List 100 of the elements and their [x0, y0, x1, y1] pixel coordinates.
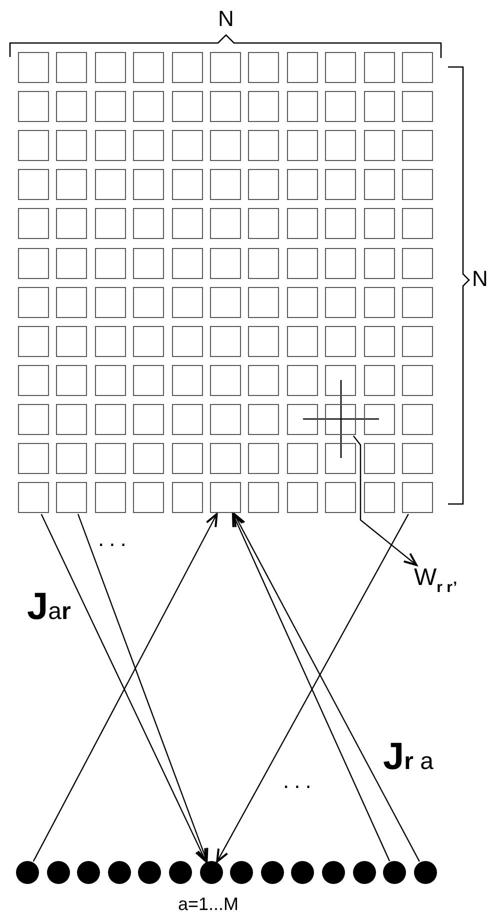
index-label: a=1...M	[178, 895, 239, 913]
unit-dot	[291, 861, 314, 884]
grid-cell	[210, 130, 241, 162]
grid-cell	[402, 482, 433, 514]
grid-cell	[286, 130, 318, 162]
grid-cell	[248, 364, 280, 396]
grid-cell	[248, 169, 280, 200]
grid-cell	[402, 443, 433, 474]
grid-cell	[402, 364, 433, 396]
grid-cell	[18, 443, 49, 474]
grid-cell	[94, 91, 126, 122]
grid-cell	[94, 286, 126, 318]
grid-cell	[210, 286, 241, 318]
unit-dot	[414, 861, 437, 884]
grid-cell	[133, 248, 164, 278]
grid-cell	[210, 91, 241, 122]
grid-cell	[210, 482, 241, 514]
grid-cell	[364, 443, 395, 474]
unit-dot	[16, 861, 39, 884]
grid-cell	[325, 52, 356, 83]
grid-cell	[133, 208, 164, 240]
grid-cell	[18, 404, 49, 435]
ellipsis: ...	[98, 528, 132, 550]
grid-cell	[210, 443, 241, 474]
grid-cell	[210, 52, 241, 83]
grid-cell	[248, 52, 280, 83]
grid-cell	[286, 208, 318, 240]
grid-cell	[133, 286, 164, 318]
grid-cell	[172, 404, 203, 435]
grid-cell	[248, 443, 280, 474]
grid-cell	[133, 326, 164, 357]
grid-cell	[133, 443, 164, 474]
grid-cell	[18, 130, 49, 162]
grid-cell	[286, 91, 318, 122]
grid-cell	[172, 482, 203, 514]
grid-cell	[325, 248, 356, 278]
grid-cell	[18, 364, 49, 396]
grid-cell	[94, 169, 126, 200]
grid-cell	[364, 286, 395, 318]
grid-cell	[18, 326, 49, 357]
grid-cell	[325, 130, 356, 162]
grid-cell	[172, 91, 203, 122]
grid-cell	[402, 286, 433, 318]
grid-cell	[248, 286, 280, 318]
grid-cell	[364, 91, 395, 122]
grid-cell	[364, 482, 395, 514]
grid-cell	[248, 130, 280, 162]
grid-cell	[172, 52, 203, 83]
grid-cell	[172, 286, 203, 318]
grid-cell	[325, 208, 356, 240]
grid-cell	[248, 208, 280, 240]
grid-cell	[286, 404, 318, 435]
grid-cell	[286, 52, 318, 83]
grid-cell	[248, 326, 280, 357]
grid-cell	[56, 286, 88, 318]
grid-cell	[364, 169, 395, 200]
grid-cell	[94, 130, 126, 162]
grid-cell	[402, 130, 433, 162]
grid-cell	[364, 404, 395, 435]
unit-dot	[138, 861, 162, 884]
grid-cell	[94, 52, 126, 83]
grid-cell	[172, 364, 203, 396]
grid-cell	[94, 482, 126, 514]
grid-cell	[172, 443, 203, 474]
grid-cell	[133, 404, 164, 435]
grid-cell	[56, 169, 88, 200]
grid-cell	[172, 208, 203, 240]
grid-cell	[94, 404, 126, 435]
unit-dot	[46, 861, 70, 884]
grid-cell	[133, 482, 164, 514]
weight-label: W$_{r r’}$	[414, 566, 458, 595]
connection-label: Jr a	[383, 738, 434, 776]
grid-cell	[56, 482, 88, 514]
grid-cell	[18, 169, 49, 200]
grid-cell	[18, 286, 49, 318]
unit-dot	[352, 861, 376, 884]
connection-label: Jar	[27, 588, 71, 626]
unit-dot	[77, 861, 100, 884]
grid-cell	[56, 404, 88, 435]
dimension-label: N	[472, 268, 488, 290]
grid-cell	[210, 326, 241, 357]
grid-cell	[18, 91, 49, 122]
grid-cell	[402, 208, 433, 240]
grid-cell	[133, 130, 164, 162]
grid-cell	[248, 91, 280, 122]
grid-cell	[286, 248, 318, 278]
grid-cell	[18, 248, 49, 278]
grid-cell	[210, 404, 241, 435]
grid-cell	[210, 208, 241, 240]
grid-cell	[325, 91, 356, 122]
grid-cell	[286, 169, 318, 200]
grid-cell	[210, 169, 241, 200]
grid-cell	[94, 443, 126, 474]
grid-cell	[56, 364, 88, 396]
arrow	[232, 513, 390, 862]
grid-cell	[56, 52, 88, 83]
grid-cell	[325, 286, 356, 318]
grid-cell	[248, 482, 280, 514]
unit-dot	[169, 861, 192, 884]
grid-cell	[210, 248, 241, 278]
